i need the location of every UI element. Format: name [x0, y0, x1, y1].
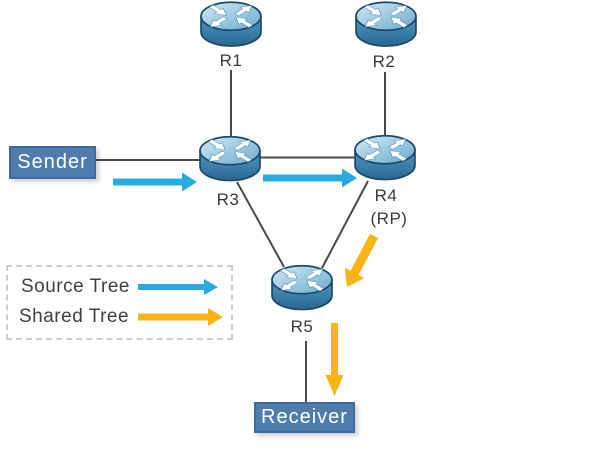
legend-shared-tree-arrow: [138, 308, 223, 326]
router-r2-label: R2: [372, 52, 396, 71]
router-r3-label: R3: [216, 190, 240, 209]
legend-source-tree-arrow: [138, 279, 218, 295]
legend-box: [6, 265, 233, 340]
source-tree-arrow-sender-r3: [113, 172, 197, 192]
shared-tree-arrow-r5-receiver: [325, 323, 344, 396]
router-r4-icon: [355, 136, 415, 180]
legend-shared-tree-label: Shared Tree: [19, 306, 130, 327]
shared-tree-arrow-r4-r5: [344, 233, 378, 287]
sender-label: Sender: [17, 151, 88, 173]
source-tree-arrow-r3-r4: [263, 168, 357, 188]
legend-source-tree-label: Source Tree: [21, 276, 130, 297]
router-r4-rp-label: (RP): [370, 209, 408, 228]
router-r3-icon: [200, 137, 260, 181]
flow-arrows: [113, 168, 378, 396]
link-r4-r5: [321, 180, 369, 269]
router-r1-label: R1: [219, 51, 243, 70]
router-r4-label: R4: [374, 186, 398, 205]
sender-box: Sender: [9, 146, 96, 179]
network-links: [96, 70, 386, 403]
router-r5-label: R5: [290, 317, 314, 336]
router-r1-icon: [201, 2, 261, 46]
receiver-label: Receiver: [261, 406, 348, 428]
router-r5-icon: [272, 266, 332, 310]
router-r2-icon: [356, 2, 416, 46]
receiver-box: Receiver: [254, 402, 355, 433]
link-r3-r5: [236, 181, 285, 268]
legend-arrows: [138, 279, 223, 326]
